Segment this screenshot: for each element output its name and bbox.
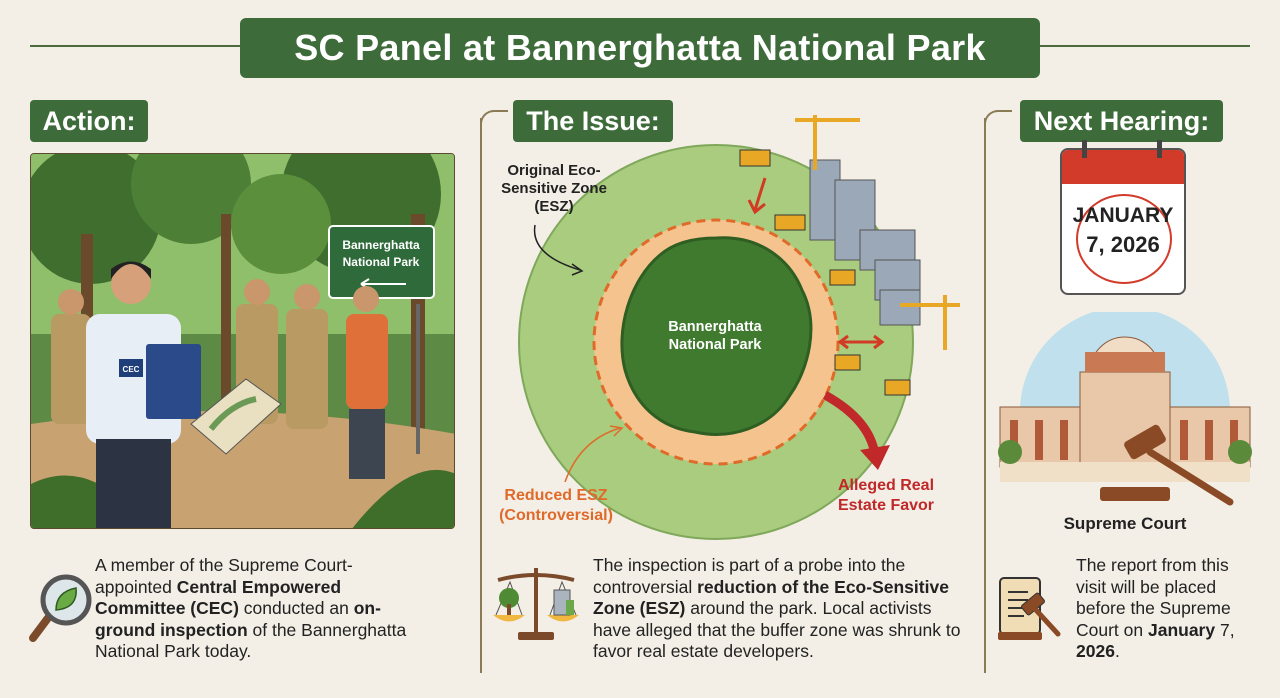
issue-label: The Issue: bbox=[513, 100, 673, 142]
divider-arrow-left bbox=[480, 110, 508, 130]
action-text-4: on-ground inspection bbox=[95, 598, 381, 640]
issue-text-3: around the park. Local activists have al… bbox=[593, 598, 961, 661]
park-name-label: Bannerghatta National Park bbox=[668, 319, 762, 353]
alleged-favor-label: Alleged Real Estate Favor bbox=[837, 477, 935, 514]
action-text-1: A member of the Supreme Court-appointed bbox=[95, 555, 353, 597]
next-hearing-label: Next Hearing: bbox=[1020, 100, 1223, 142]
issue-text-1: The inspection is part of a probe into t… bbox=[593, 555, 906, 597]
action-text-2: Central Empowered Committee (CEC) bbox=[95, 576, 342, 619]
issue-description: The inspection is part of a probe into t… bbox=[593, 555, 963, 663]
hearing-text-5: . bbox=[1114, 641, 1120, 661]
esz-diagram bbox=[490, 110, 980, 550]
scroll-gavel-icon bbox=[994, 574, 1066, 644]
vest-badge: CEC bbox=[123, 365, 140, 374]
title-rule-right bbox=[1038, 45, 1250, 47]
original-esz-label: Original Eco-Sensitive Zone (ESZ) bbox=[501, 162, 607, 215]
svg-text:Bannerghatta: Bannerghatta bbox=[342, 238, 420, 252]
action-description: A member of the Supreme Court-appointed … bbox=[95, 555, 425, 663]
svg-text:National Park: National Park bbox=[343, 255, 420, 269]
issue-text-2: reduction of the Eco-Sensitive Zone (ESZ… bbox=[593, 576, 949, 619]
calendar-month: JANUARY bbox=[1072, 204, 1174, 227]
magnifier-leaf-icon bbox=[28, 570, 98, 645]
hearing-text-3: 7, bbox=[1215, 619, 1235, 640]
calendar-rings bbox=[1082, 140, 1162, 158]
inspection-illustration: Bannerghatta National Park CEC bbox=[30, 153, 455, 529]
park-forest bbox=[620, 236, 813, 436]
supreme-court-illustration bbox=[995, 307, 1253, 512]
column-divider-right bbox=[984, 118, 986, 673]
column-divider-left bbox=[480, 118, 482, 673]
action-label: Action: bbox=[30, 100, 148, 142]
hearing-description: The report from this visit will be place… bbox=[1076, 555, 1251, 663]
hearing-text-1: The report from this visit will be place… bbox=[1076, 555, 1231, 640]
hearing-text-4: 2026 bbox=[1076, 641, 1115, 661]
hearing-text-2: January bbox=[1147, 619, 1216, 640]
calendar-icon: JANUARY 7, 2026 bbox=[1060, 148, 1186, 295]
calendar-date: 7, 2026 bbox=[1086, 232, 1160, 257]
page-title: SC Panel at Bannerghatta National Park bbox=[240, 18, 1040, 78]
reduced-esz-label: Reduced ESZ (Controversial) bbox=[499, 487, 613, 524]
supreme-court-caption: Supreme Court bbox=[1063, 514, 1187, 533]
action-text-5: of the Bannerghatta National Park today. bbox=[95, 619, 407, 662]
scales-of-justice-icon bbox=[490, 560, 582, 645]
title-rule-left bbox=[30, 45, 242, 47]
divider-arrow-right bbox=[984, 110, 1012, 130]
action-text-3: conducted an bbox=[238, 598, 354, 618]
